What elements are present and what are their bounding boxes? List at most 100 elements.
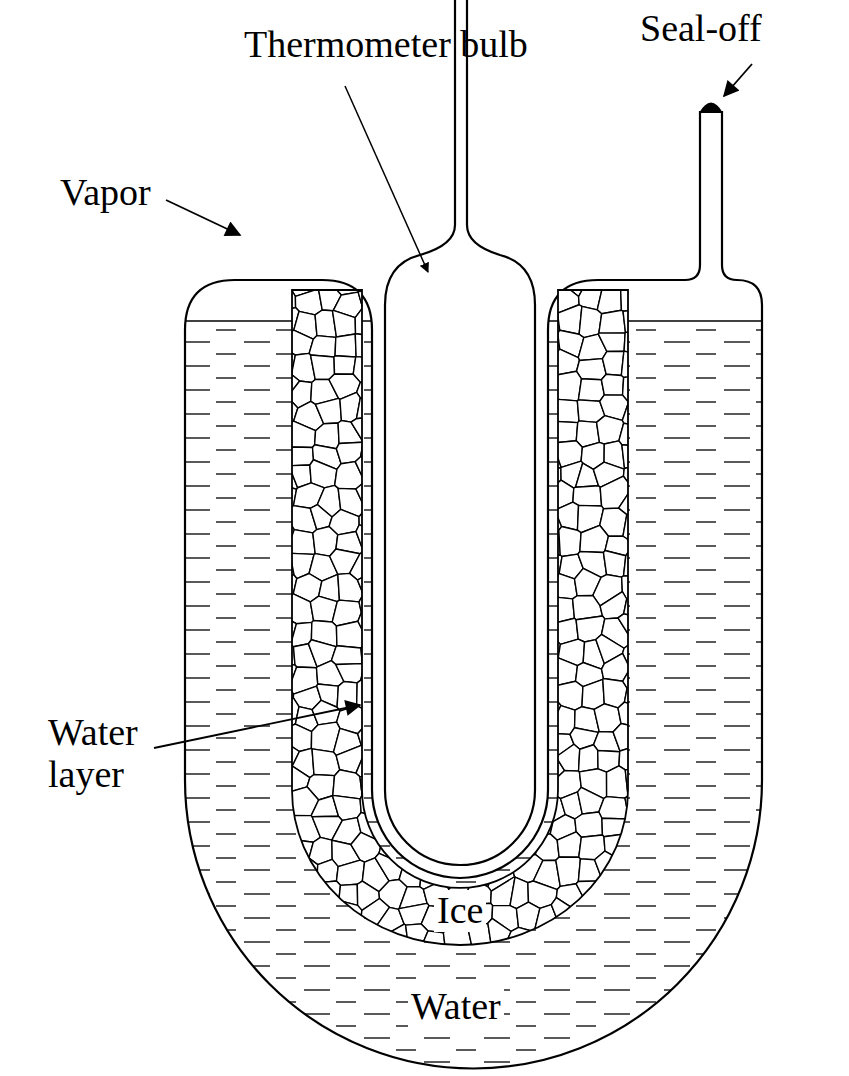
ice-crystal — [533, 442, 561, 468]
seal-off-tip — [699, 103, 723, 114]
ice-crystal — [529, 809, 553, 836]
ice-crystal — [616, 923, 650, 950]
ice-crystal — [270, 682, 294, 715]
water-layer-label: Water layer — [48, 712, 198, 796]
ice-crystal — [270, 788, 293, 818]
ice-crystal — [555, 399, 579, 422]
thermometer-label: Thermometer bulb — [244, 24, 528, 66]
ice-crystal — [335, 334, 356, 357]
ice-crystal — [623, 374, 650, 402]
ice-crystal — [577, 359, 607, 380]
ice-crystal — [532, 930, 553, 955]
ice-crystal — [291, 882, 317, 909]
ice-crystal — [624, 818, 650, 842]
ice-crystal — [549, 706, 575, 735]
ice-crystal — [293, 907, 318, 935]
ice-crystal — [572, 923, 598, 949]
ice-crystal — [313, 929, 342, 951]
ice-crystal — [317, 859, 338, 883]
ice-crystal — [312, 749, 340, 776]
ice-crystal — [613, 723, 650, 751]
ice-crystal — [270, 923, 300, 948]
ice-crystal — [553, 928, 578, 954]
ice-crystal — [270, 837, 291, 864]
ice-crystal — [602, 351, 623, 375]
ice-crystal — [538, 596, 556, 621]
ice-crystal — [551, 421, 578, 442]
ice-crystal — [283, 330, 313, 355]
ice-crystal — [270, 551, 294, 575]
ice-crystal — [622, 445, 650, 469]
ice-crystal — [578, 379, 604, 401]
ice-crystal — [334, 356, 356, 374]
thermometer-bulb — [385, 0, 535, 865]
ice-crystal — [621, 270, 650, 288]
ice-crystal — [361, 666, 386, 690]
ice-crystal — [357, 680, 384, 708]
ice-crystal — [559, 527, 581, 557]
ice-crystal — [270, 270, 300, 289]
ice-crystal — [270, 596, 290, 627]
ice-crystal — [534, 620, 558, 640]
ice-crystal — [533, 483, 553, 510]
ice-crystal — [598, 333, 625, 352]
ice-crystal — [350, 949, 381, 980]
ice-crystal — [270, 332, 290, 363]
ice-crystal — [488, 918, 511, 949]
ice-crystal — [539, 949, 561, 980]
ice-crystal — [492, 943, 522, 980]
ice-crystal — [574, 902, 601, 928]
ice-crystal — [596, 882, 624, 914]
ice-crystal — [358, 922, 381, 952]
ice-crystal — [284, 724, 311, 751]
ice-crystal — [627, 940, 650, 980]
water-label: Water — [408, 986, 504, 1028]
ice-crystal — [619, 742, 650, 770]
ice-crystal — [619, 423, 650, 447]
ice-crystal — [537, 530, 560, 555]
ice-crystal — [597, 282, 621, 314]
ice-crystal — [576, 949, 604, 980]
leader-line — [724, 64, 752, 96]
ice-crystal — [553, 574, 577, 599]
ice-crystal — [355, 457, 383, 482]
ice-crystal — [358, 270, 387, 292]
ice-crystal — [359, 591, 386, 616]
ice-crystal — [552, 951, 579, 980]
ice-crystal — [270, 725, 292, 754]
ice-crystal — [622, 397, 650, 428]
leader-line — [166, 200, 240, 235]
ice-crystal — [286, 839, 313, 864]
vapor-label: Vapor — [60, 172, 151, 214]
ice-crystal — [623, 309, 650, 332]
ice-crystal — [534, 699, 561, 729]
ice-crystal — [556, 744, 580, 771]
ice-crystal — [283, 951, 324, 980]
ice-crystal — [355, 334, 381, 359]
ice-crystal — [270, 506, 292, 532]
ice-label: Ice — [434, 890, 486, 932]
ice-crystal — [401, 945, 426, 980]
ice-crystal — [361, 640, 383, 667]
ice-crystal — [311, 355, 335, 379]
ice-crystal — [313, 949, 343, 980]
ice-crystal — [339, 944, 364, 980]
ice-crystal — [601, 374, 623, 395]
ice-crystal — [533, 637, 561, 663]
ice-crystal — [445, 946, 468, 980]
ice-crystal — [270, 439, 292, 466]
ice-crystal — [512, 952, 547, 980]
ice-crystal — [579, 745, 599, 772]
ice-crystal — [379, 947, 410, 980]
ice-crystal — [441, 864, 470, 889]
ice-crystal — [621, 351, 650, 377]
ice-crystal — [285, 447, 314, 466]
ice-crystal — [580, 525, 609, 552]
ice-crystal — [596, 921, 617, 954]
ice-crystal — [361, 439, 385, 466]
ice-crystal — [270, 817, 291, 838]
ice-crystal — [270, 418, 289, 442]
leader-line — [345, 86, 428, 272]
